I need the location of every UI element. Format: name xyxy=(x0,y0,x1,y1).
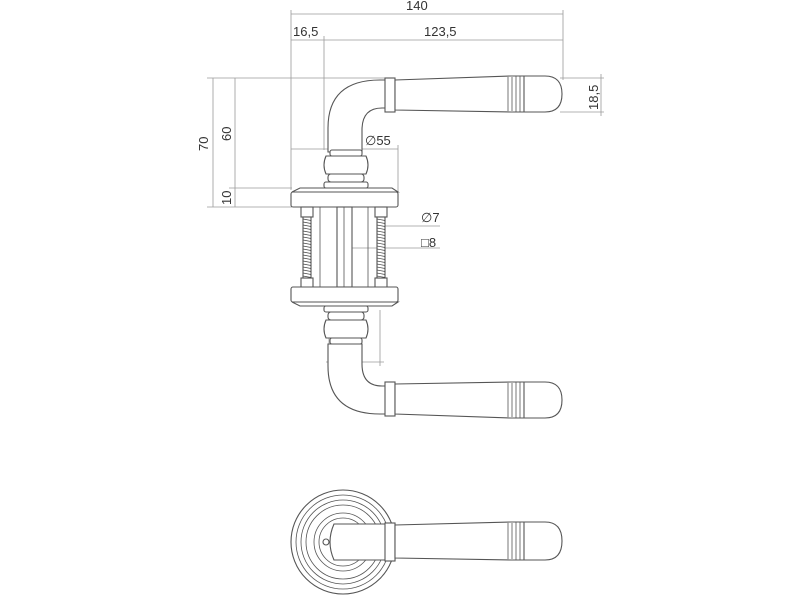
dim-lever-length: 123,5 xyxy=(424,24,457,39)
thread-line xyxy=(376,248,386,251)
bottom-stacked-collar xyxy=(323,305,369,345)
thread-line xyxy=(302,257,312,260)
dim-rose-height: 10 xyxy=(219,191,234,205)
dim-screw-diameter-value: 7 xyxy=(432,210,439,225)
thread-line xyxy=(302,230,312,233)
screw-threads xyxy=(302,218,386,278)
thread-line xyxy=(302,275,312,278)
thread-line xyxy=(376,275,386,278)
top-rose-plate xyxy=(290,187,400,208)
thread-line xyxy=(302,272,312,275)
thread-line xyxy=(302,266,312,269)
dim-screw-diameter: ∅7 xyxy=(421,210,440,225)
dim-overall-length: 140 xyxy=(406,0,428,13)
thread-line xyxy=(376,233,386,236)
thread-line xyxy=(302,236,312,239)
thread-line xyxy=(376,245,386,248)
thread-line xyxy=(376,224,386,227)
thread-line xyxy=(376,221,386,224)
thread-line xyxy=(302,221,312,224)
thread-line xyxy=(302,233,312,236)
thread-line xyxy=(376,227,386,230)
dim-spindle-size: □8 xyxy=(421,235,436,250)
thread-line xyxy=(376,236,386,239)
thread-line xyxy=(302,263,312,266)
front-view-handle xyxy=(290,489,563,595)
thread-line xyxy=(376,239,386,242)
thread-line xyxy=(302,248,312,251)
thread-line xyxy=(302,251,312,254)
dim-rose-diameter: ∅55 xyxy=(365,133,391,148)
dim-rose-diameter-value: 55 xyxy=(376,133,390,148)
thread-line xyxy=(376,266,386,269)
thread-line xyxy=(376,257,386,260)
top-stacked-collar xyxy=(323,149,369,189)
thread-line xyxy=(376,218,386,221)
thread-line xyxy=(302,254,312,257)
dim-lever-height: 60 xyxy=(219,127,234,141)
thread-line xyxy=(376,254,386,257)
dim-grip-height: 18,5 xyxy=(586,85,601,110)
thread-line xyxy=(302,245,312,248)
thread-line xyxy=(302,218,312,221)
thread-line xyxy=(376,272,386,275)
thread-line xyxy=(376,242,386,245)
thread-line xyxy=(302,227,312,230)
bottom-lever-handle xyxy=(327,343,563,419)
thread-line xyxy=(302,242,312,245)
top-lever-handle xyxy=(327,75,563,153)
thread-line xyxy=(376,269,386,272)
thread-line xyxy=(376,260,386,263)
thread-line xyxy=(302,239,312,242)
thread-line xyxy=(302,260,312,263)
dimension-lines xyxy=(207,10,604,366)
thread-line xyxy=(302,269,312,272)
thread-line xyxy=(376,263,386,266)
dim-rose-offset: 16,5 xyxy=(293,24,318,39)
bottom-rose-plate xyxy=(290,286,400,307)
diameter-symbol: ∅ xyxy=(421,210,432,225)
dim-spindle-size-value: 8 xyxy=(429,235,436,250)
dim-total-height: 70 xyxy=(196,137,211,151)
diameter-symbol: ∅ xyxy=(365,133,376,148)
fixing-assembly xyxy=(300,206,388,289)
square-symbol: □ xyxy=(421,235,429,250)
dimension-labels: 140 16,5 123,5 18,5 70 60 10 ∅55 ∅7 □8 3… xyxy=(196,0,601,361)
thread-line xyxy=(376,230,386,233)
thread-line xyxy=(302,224,312,227)
thread-line xyxy=(376,251,386,254)
